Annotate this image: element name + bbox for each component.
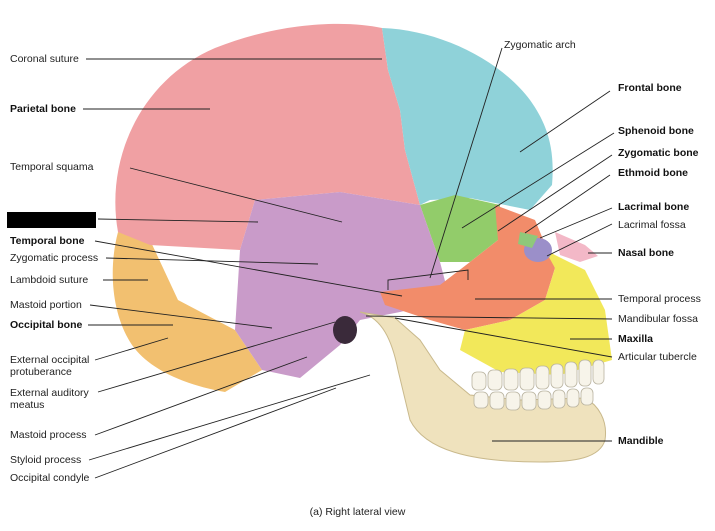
label-external-auditory-line1: External auditory [10, 387, 89, 399]
label-zygomatic-arch: Zygomatic arch [504, 39, 576, 51]
label-lacrimal-fossa: Lacrimal fossa [618, 219, 686, 231]
label-zygomatic-bone: Zygomatic bone [618, 147, 699, 159]
label-mastoid-portion: Mastoid portion [10, 299, 82, 311]
label-mandible: Mandible [618, 435, 664, 447]
parietal-bone-region [115, 23, 420, 250]
label-occipital-condyle: Occipital condyle [10, 472, 90, 484]
label-temporal-squama: Temporal squama [10, 161, 94, 173]
label-mastoid-process: Mastoid process [10, 429, 87, 441]
ethmoid-bone-region [518, 232, 538, 248]
redacted-label-box [7, 212, 96, 228]
external-auditory-meatus-opening [333, 316, 357, 344]
label-temporal-process: Temporal process [618, 293, 701, 305]
label-frontal-bone: Frontal bone [618, 82, 682, 94]
label-lambdoid-suture: Lambdoid suture [10, 274, 89, 286]
label-lacrimal-bone: Lacrimal bone [618, 201, 690, 213]
label-maxilla: Maxilla [618, 333, 654, 345]
teeth [471, 359, 605, 411]
label-external-occipital-line2: protuberance [10, 366, 72, 378]
label-temporal-bone: Temporal bone [10, 235, 85, 247]
maxilla-region [460, 250, 612, 375]
label-occipital-bone: Occipital bone [10, 319, 83, 331]
label-mandibular-fossa: Mandibular fossa [618, 313, 698, 325]
label-articular-tubercle: Articular tubercle [618, 351, 697, 363]
label-sphenoid-bone: Sphenoid bone [618, 125, 694, 137]
figure-caption: (a) Right lateral view [309, 506, 406, 518]
nasal-bone-region [555, 232, 598, 262]
label-styloid-process: Styloid process [10, 454, 82, 466]
label-coronal-suture: Coronal suture [10, 53, 79, 65]
leader-lines [83, 47, 615, 479]
label-external-occipital-line1: External occipital [10, 354, 90, 366]
mandible-region [359, 311, 607, 463]
occipital-bone-region [112, 232, 262, 392]
label-zygomatic-process: Zygomatic process [10, 252, 99, 264]
label-nasal-bone: Nasal bone [618, 247, 675, 259]
label-ethmoid-bone: Ethmoid bone [618, 167, 688, 179]
label-external-auditory-line2: meatus [10, 399, 45, 411]
label-parietal-bone: Parietal bone [10, 103, 76, 115]
frontal-bone-region [382, 28, 553, 210]
